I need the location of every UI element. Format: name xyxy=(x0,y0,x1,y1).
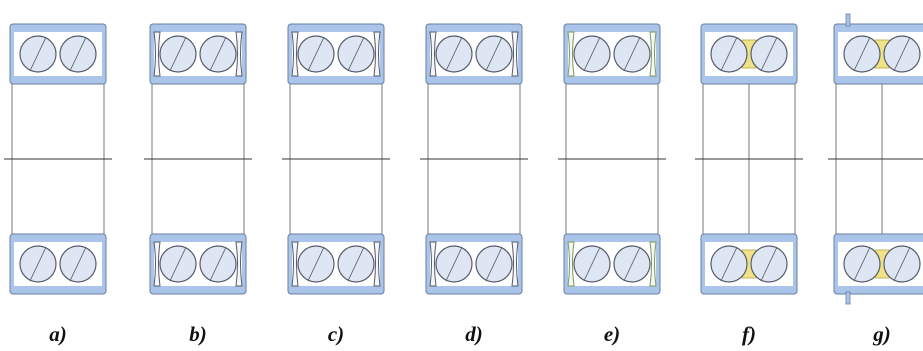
bearing-1 xyxy=(4,23,112,295)
seal xyxy=(153,31,161,77)
contact-angle-line xyxy=(893,246,911,282)
seal xyxy=(511,241,519,287)
contact-angle-line xyxy=(760,246,778,282)
contact-angle-line xyxy=(29,36,47,72)
contact-angle-line xyxy=(347,36,365,72)
bearing-3 xyxy=(282,23,390,295)
seal xyxy=(429,241,437,287)
seal xyxy=(649,241,657,287)
bearing-6 xyxy=(695,23,803,295)
variant-label: e) xyxy=(603,322,621,346)
contact-angle-line xyxy=(69,36,87,72)
contact-angle-line xyxy=(583,36,601,72)
seal xyxy=(153,241,161,287)
contact-angle-line xyxy=(760,36,778,72)
seal xyxy=(429,31,437,77)
contact-angle-line xyxy=(69,246,87,282)
bearing-7 xyxy=(828,13,923,305)
variant-label: f) xyxy=(742,322,756,346)
bearing-4 xyxy=(420,23,528,295)
variant-label: a) xyxy=(49,322,67,346)
seal xyxy=(511,31,519,77)
contact-angle-line xyxy=(347,246,365,282)
contact-angle-line xyxy=(853,246,871,282)
contact-angle-line xyxy=(445,246,463,282)
variant-label: g) xyxy=(873,322,891,346)
seal xyxy=(291,31,299,77)
bearing-2 xyxy=(144,23,252,295)
contact-angle-line xyxy=(29,246,47,282)
seal xyxy=(567,241,575,287)
variant-label: b) xyxy=(189,322,207,346)
seal xyxy=(291,241,299,287)
seal xyxy=(373,31,381,77)
contact-angle-line xyxy=(583,246,601,282)
contact-angle-line xyxy=(485,246,503,282)
contact-angle-line xyxy=(169,36,187,72)
snap-ring xyxy=(845,13,851,27)
contact-angle-line xyxy=(623,246,641,282)
contact-angle-line xyxy=(209,246,227,282)
bearing-5 xyxy=(558,23,666,295)
contact-angle-line xyxy=(169,246,187,282)
variant-label: d) xyxy=(465,322,483,346)
seal xyxy=(235,31,243,77)
contact-angle-line xyxy=(445,36,463,72)
contact-angle-line xyxy=(853,36,871,72)
seal xyxy=(373,241,381,287)
contact-angle-line xyxy=(307,36,325,72)
contact-angle-line xyxy=(893,36,911,72)
contact-angle-line xyxy=(209,36,227,72)
contact-angle-line xyxy=(485,36,503,72)
seal xyxy=(235,241,243,287)
contact-angle-line xyxy=(623,36,641,72)
seal xyxy=(649,31,657,77)
contact-angle-line xyxy=(720,246,738,282)
contact-angle-line xyxy=(307,246,325,282)
seal xyxy=(567,31,575,77)
snap-ring xyxy=(845,291,851,305)
variant-label: c) xyxy=(327,322,345,346)
contact-angle-line xyxy=(720,36,738,72)
